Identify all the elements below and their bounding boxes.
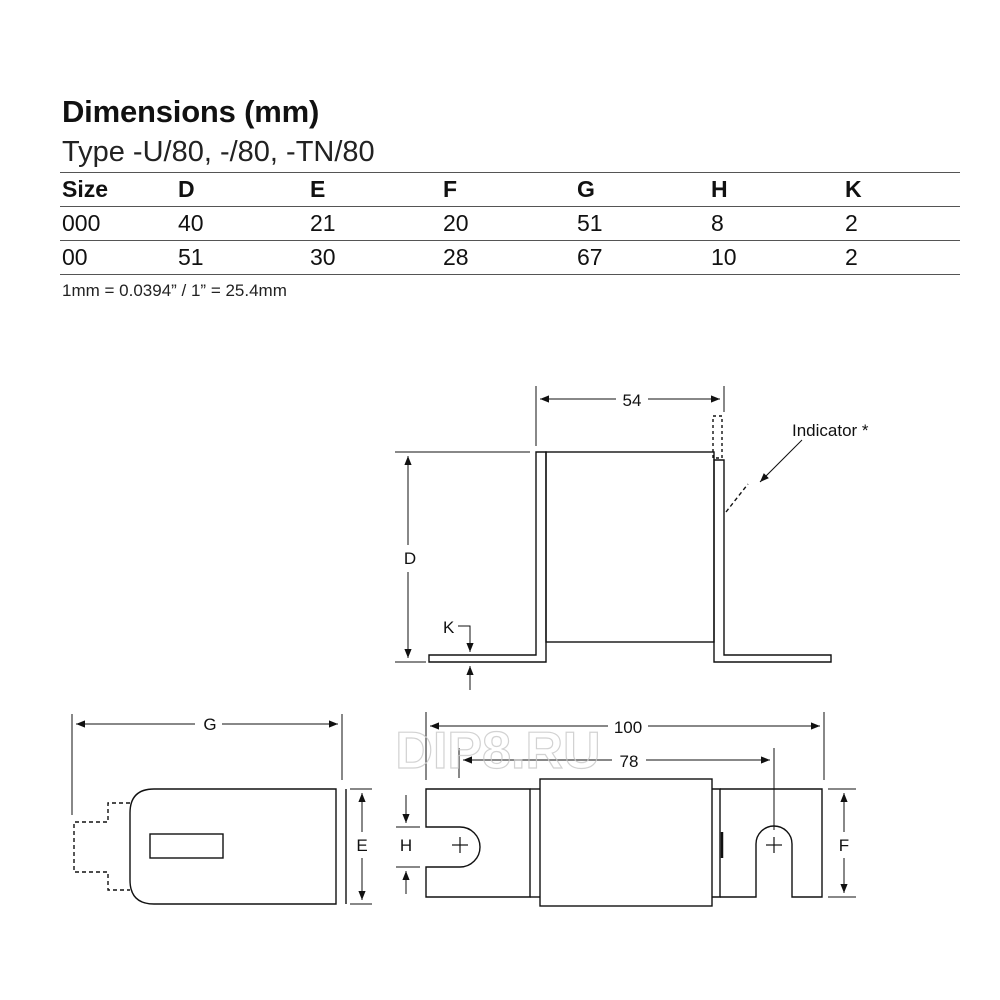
dimension-label-78: 78 xyxy=(620,752,639,771)
dimension-arrow-k-top xyxy=(458,625,474,652)
page-title: Dimensions (mm) xyxy=(62,94,320,129)
left-blade-top xyxy=(425,788,531,898)
end-view xyxy=(73,788,347,905)
end-indicator-dashed xyxy=(73,802,130,891)
fuse-body-side xyxy=(545,451,715,643)
table-cell: 8 xyxy=(711,210,724,236)
table-cell: 30 xyxy=(310,244,336,270)
dimension-label-d: D xyxy=(404,549,416,568)
dimensions-table: Size D E F G H K 000 40 21 20 51 8 2 00 … xyxy=(60,172,960,275)
table-header-row: Size D E F G H K xyxy=(60,172,960,207)
indicator-label: Indicator * xyxy=(792,421,869,440)
indicator-dashed-line xyxy=(725,483,749,513)
dimension-label-k: K xyxy=(443,618,455,637)
table-cell: 2 xyxy=(845,210,858,236)
column-header-size: Size xyxy=(62,176,109,202)
table-cell: 21 xyxy=(310,210,336,236)
table-cell: 2 xyxy=(845,244,858,270)
side-view xyxy=(428,415,832,663)
table-cell: 40 xyxy=(178,210,204,236)
table-cell: 51 xyxy=(577,210,603,236)
right-blade-side xyxy=(713,459,832,663)
dimension-label-100: 100 xyxy=(614,718,642,737)
dimension-label-g: G xyxy=(203,715,216,734)
table-cell: 20 xyxy=(443,210,469,236)
end-cap-outline xyxy=(129,788,337,905)
dimension-label-54: 54 xyxy=(623,391,642,410)
table-cell: 67 xyxy=(577,244,603,270)
table-row: 00 51 30 28 67 10 2 xyxy=(60,241,960,275)
dimension-label-h: H xyxy=(400,836,412,855)
table-cell: 00 xyxy=(62,244,88,270)
right-blade-step xyxy=(712,788,721,898)
top-view xyxy=(425,778,823,907)
dimension-label-f: F xyxy=(839,836,849,855)
table-cell: 000 xyxy=(62,210,101,236)
left-blade-side xyxy=(428,451,547,663)
column-header-e: E xyxy=(310,176,326,202)
table-cell: 28 xyxy=(443,244,469,270)
column-header-f: F xyxy=(443,176,458,202)
column-header-g: G xyxy=(577,176,595,202)
watermark: DIP8.RU xyxy=(395,722,600,780)
right-blade-top xyxy=(720,788,823,898)
fuse-body-top xyxy=(539,778,713,907)
indicator-dashed-outline xyxy=(712,415,723,459)
column-header-d: D xyxy=(178,176,195,202)
dimension-label-e: E xyxy=(356,836,367,855)
table-row: 000 40 21 20 51 8 2 xyxy=(60,207,960,241)
page-subtitle: Type -U/80, -/80, -TN/80 xyxy=(62,136,375,168)
column-header-k: K xyxy=(845,176,862,202)
table-cell: 10 xyxy=(711,244,737,270)
table-cell: 51 xyxy=(178,244,204,270)
indicator-leader-arrow xyxy=(759,439,803,483)
end-slot xyxy=(149,833,224,859)
unit-conversion-note: 1mm = 0.0394” / 1” = 25.4mm xyxy=(62,281,287,300)
column-header-h: H xyxy=(711,176,728,202)
